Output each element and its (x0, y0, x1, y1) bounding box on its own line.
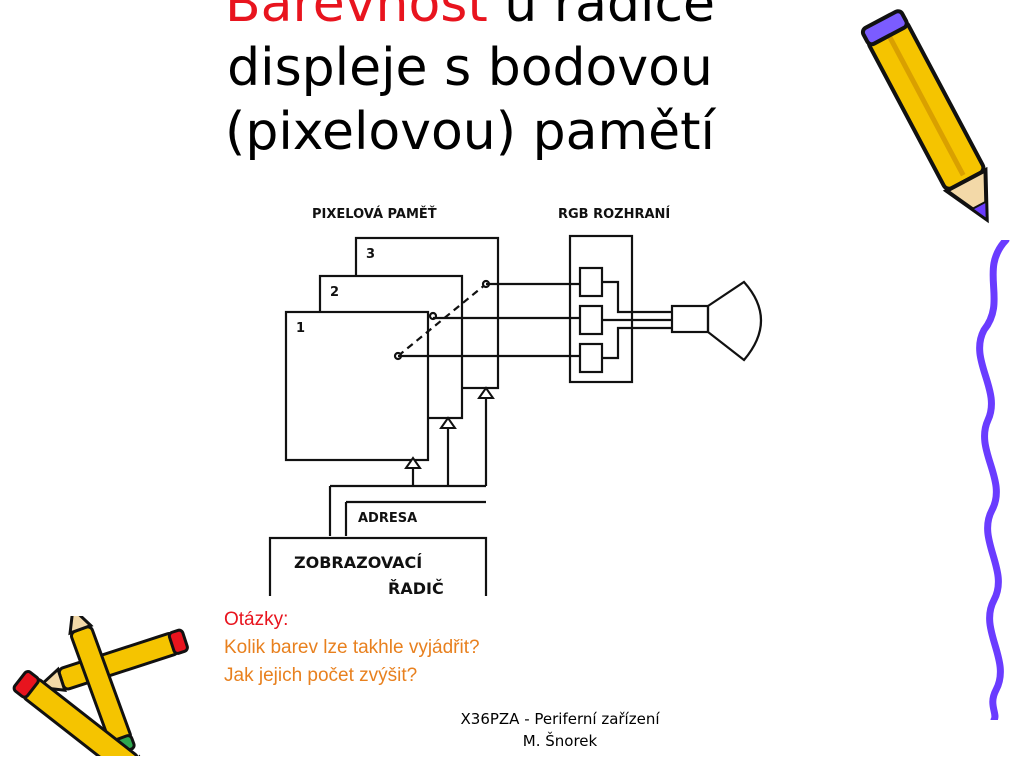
crt-neck (670, 304, 710, 334)
rgb-interface-box (568, 234, 634, 384)
pencils-icon-bottom-left (12, 616, 189, 756)
question-2: Jak jejich počet zvýšit? (224, 665, 418, 686)
squiggle-line-right (976, 240, 1010, 720)
slide-title: Barevnost u řadiče displeje s bodovou (p… (150, 0, 790, 164)
plane-2-label: 2 (330, 285, 339, 300)
footer-author: M. Šnorek (522, 732, 598, 750)
pencil-icon-top-right (860, 9, 989, 224)
slide-footer: X36PZA - Periferní zařízení M. Šnorek (380, 708, 740, 752)
controller-line2: ŘADIČ (388, 579, 444, 596)
questions-block: Otázky: Kolik barev lze takhle vyjádřit?… (224, 606, 480, 690)
plane-1-label: 1 (296, 321, 305, 336)
plane-3-label: 3 (366, 247, 375, 262)
rgb-amplifier-b (578, 342, 604, 374)
title-highlight: Barevnost (224, 0, 488, 34)
rgb-amplifier-r (578, 266, 604, 298)
title-rest: u řadiče displeje s bodovou (pixelovou) … (225, 0, 716, 162)
memory-plane-1 (284, 310, 430, 462)
pixel-memory-diagram: PIXELOVÁ PAMĚŤ RGB ROZHRANÍ 3 2 1 ADRESA… (268, 206, 763, 596)
footer-course: X36PZA - Periferní zařízení (460, 710, 660, 728)
controller-box (268, 536, 488, 596)
question-1: Kolik barev lze takhle vyjádřit? (224, 637, 480, 658)
crt-screen (706, 280, 763, 362)
label-rgb-interface: RGB ROZHRANÍ (558, 206, 670, 222)
rgb-amplifier-g (578, 304, 604, 336)
controller-line1: ZOBRAZOVACÍ (294, 553, 422, 572)
label-address: ADRESA (358, 511, 417, 526)
questions-heading: Otázky: (224, 609, 289, 630)
label-pixel-memory: PIXELOVÁ PAMĚŤ (312, 206, 437, 222)
